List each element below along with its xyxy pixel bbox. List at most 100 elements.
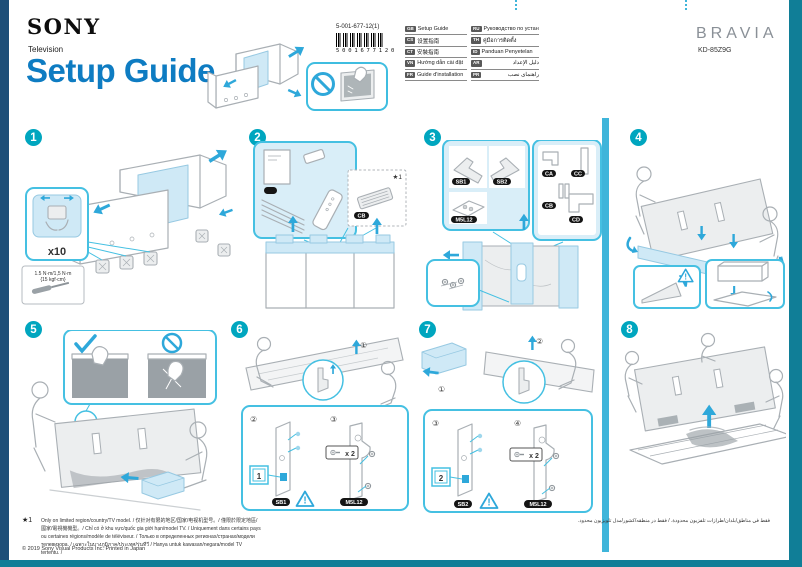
part-label-sb2	[493, 178, 511, 185]
foam-part-ca	[542, 151, 559, 166]
tv-illustration	[54, 408, 202, 489]
part-label-cd	[569, 216, 583, 223]
foam-parts-callout: CA CC CB CD	[532, 140, 602, 241]
foam-cushion	[265, 241, 395, 254]
stand-parts-callout: SB1 SB2 M5L12	[442, 140, 530, 231]
blue-arrow-icon	[286, 86, 304, 100]
substep-marker: ③	[432, 419, 439, 428]
part-label-sb2-text: SB2	[497, 180, 508, 186]
fold-mark	[515, 0, 517, 10]
remove-cushion-scene: ① ②	[421, 335, 595, 404]
substep-marker: ③	[330, 415, 337, 424]
person-figure	[183, 421, 208, 489]
screw-count-box: x 2	[325, 445, 359, 460]
substep-marker: ①	[438, 385, 445, 394]
screw-count: x 2	[345, 451, 355, 458]
bravia-logo: BRAVIA	[696, 25, 778, 42]
part-label-cc	[571, 170, 585, 177]
remote-illustration	[312, 189, 343, 231]
sony-logo: SONY	[27, 14, 101, 39]
part-label-m5l12	[340, 498, 368, 506]
page-edge-left	[0, 0, 9, 567]
part-label-sb1	[272, 498, 290, 506]
torque-value: 1.5 N·m/1,5 N·m	[35, 271, 72, 277]
stand-leg-illustration	[349, 422, 371, 501]
clip-detail-callout: x10	[25, 187, 89, 261]
language-code-badge: CT	[405, 48, 415, 56]
person-figure	[635, 166, 656, 235]
slot-number: 2	[439, 474, 444, 483]
stand-leg-illustration	[453, 157, 483, 184]
foam-cushion	[713, 291, 777, 307]
page-title: Setup Guide	[26, 52, 215, 89]
barcode-number: 5001677120	[336, 48, 398, 54]
step-3-illustration: SB1 SB2 M5L12 CA CC CB CD	[426, 140, 602, 311]
stand-leg-illustration	[275, 421, 291, 497]
barcode	[336, 33, 384, 47]
page-edge-right	[789, 0, 802, 567]
hand-illustration	[167, 360, 184, 382]
leg-detail-callout: ② ③ 1 SB1 x 2 M5L12	[241, 405, 409, 511]
packing-material	[69, 469, 171, 489]
step-4-illustration	[626, 166, 785, 309]
foam-cushion	[558, 245, 579, 309]
language-code-badge: AR	[471, 60, 482, 67]
part-label-cb-text: CB	[545, 204, 553, 210]
language-code-badge: TH	[471, 37, 481, 44]
product-type-label: Television	[28, 45, 64, 54]
step-5-illustration	[31, 330, 217, 511]
screw-sheet-illustration	[452, 200, 485, 217]
part-label-sb1-text: SB1	[276, 500, 287, 506]
stand-leg-illustration	[518, 367, 530, 395]
part-label-cb	[354, 212, 369, 219]
part-label-cb	[542, 202, 556, 209]
part-label-ca	[542, 170, 556, 177]
slot-number: 1	[257, 472, 262, 481]
stand-leg-illustration	[533, 424, 555, 503]
language-code-badge: PR	[471, 71, 482, 78]
cables-illustration	[261, 199, 305, 234]
header-warning-box	[306, 62, 388, 111]
tilt-warning-callout	[633, 265, 701, 309]
optional-mark: ★1	[393, 173, 403, 181]
step-3-badge: 3	[424, 129, 441, 146]
packing-material	[686, 429, 738, 448]
carton-clip	[119, 255, 134, 270]
torque-spec-box: 1.5 N·m/1,5 N·m {15 kgf·cm}	[21, 265, 85, 305]
fold-line	[602, 118, 609, 552]
battery-illustration	[303, 149, 326, 164]
fold-mark	[685, 0, 687, 10]
step-2-illustration: ★1 CB	[253, 141, 407, 309]
step-7-badge: 7	[419, 321, 436, 338]
page-edge-bottom	[0, 560, 802, 567]
screws-callout	[426, 259, 510, 307]
step-6-illustration: ① ② ③ 1 SB1 x 2	[241, 336, 409, 511]
part-label-ca-text: CA	[545, 172, 553, 178]
part-label-m5l12-text: M5L12	[529, 502, 546, 508]
copyright-line: © 2019 Sony Visual Products Inc. Printed…	[22, 546, 146, 552]
screwdriver-icon	[31, 281, 70, 294]
tv-illustration	[640, 178, 774, 262]
step-8-badge: 8	[621, 321, 638, 338]
torque-value-2: {15 kgf·cm}	[40, 277, 66, 283]
person-figure	[255, 336, 274, 388]
part-label	[264, 187, 277, 194]
part-label-m5l12	[451, 216, 477, 223]
language-code-badge: ID	[471, 48, 480, 56]
attach-stand-scene: ①	[245, 336, 404, 409]
hand-illustration	[45, 219, 69, 231]
part-label-m5l12-text: M5L12	[345, 500, 362, 506]
carton-clip	[95, 259, 110, 274]
foam-cushion	[141, 471, 185, 500]
person-figure	[624, 350, 643, 413]
person-figure	[378, 360, 397, 409]
part-label-m5l12-text: M5L12	[455, 218, 472, 224]
carton-clip	[195, 229, 209, 243]
floor-foam-tray	[629, 423, 786, 465]
optional-part-illustration	[356, 187, 394, 210]
